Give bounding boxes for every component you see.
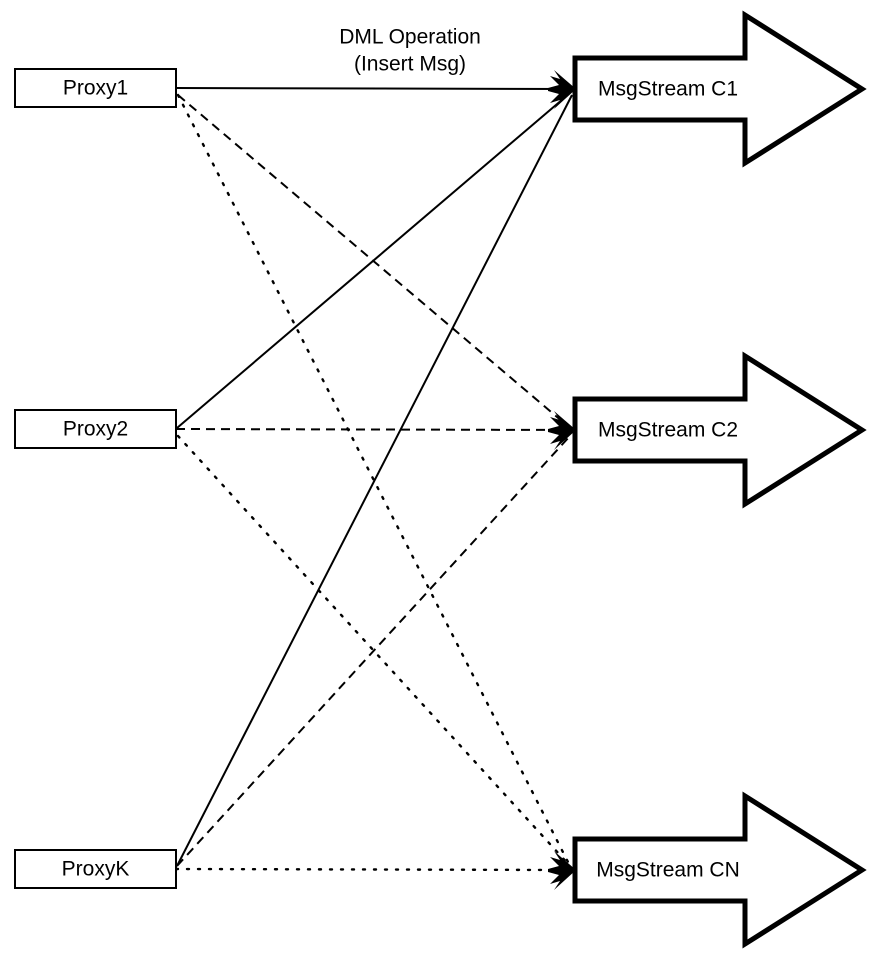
stream-c1-label: MsgStream C1: [598, 78, 738, 101]
proxyk-label: ProxyK: [62, 858, 130, 881]
edge-proxy1-c2: [177, 94, 571, 429]
proxyk-box[interactable]: [14, 849, 177, 889]
edge-group: [174, 87, 573, 872]
arrowhead-cn-icon: [548, 851, 576, 890]
proxy-group: Proxy1 Proxy2 ProxyK: [14, 68, 177, 889]
arrowhead-group: [548, 70, 576, 890]
edge-proxy1-c1: [175, 87, 573, 90]
edge-proxyk-cn: [174, 867, 572, 872]
edge-proxy2-cn: [176, 434, 572, 868]
proxy2-label: Proxy2: [63, 418, 128, 441]
edge-proxy1-cn: [176, 93, 572, 868]
stream-c1-shape[interactable]: [572, 10, 867, 168]
proxy1-node[interactable]: Proxy1: [14, 68, 177, 108]
stream-c1[interactable]: MsgStream C1: [572, 10, 867, 168]
stream-cn-label: MsgStream CN: [596, 859, 740, 882]
stream-cn-shape[interactable]: [572, 791, 867, 949]
stream-c2-label: MsgStream C2: [598, 419, 738, 442]
stream-c2[interactable]: MsgStream C2: [572, 351, 867, 509]
proxy1-box[interactable]: [14, 68, 177, 108]
proxy2-node[interactable]: Proxy2: [14, 409, 177, 449]
edge-proxy2-c2: [175, 428, 571, 431]
dml-operation-line1: DML Operation: [339, 26, 481, 49]
stream-group: MsgStream C1 MsgStream C2 MsgStream CN: [572, 10, 867, 949]
stream-c2-shape[interactable]: [572, 351, 867, 509]
stream-cn[interactable]: MsgStream CN: [572, 791, 867, 949]
arrowhead-c1-icon: [548, 70, 576, 109]
proxy1-label: Proxy1: [63, 77, 128, 100]
arrowhead-c2-icon: [548, 411, 576, 450]
edge-proxyk-c1: [176, 94, 573, 867]
edge-proxy2-c1: [176, 92, 571, 429]
edge-proxyk-c2: [176, 435, 571, 867]
dml-operation-line2: (Insert Msg): [354, 53, 466, 76]
proxyk-node[interactable]: ProxyK: [14, 849, 177, 889]
annotation-group: DML Operation (Insert Msg): [339, 26, 481, 76]
proxy2-box[interactable]: [14, 409, 177, 449]
